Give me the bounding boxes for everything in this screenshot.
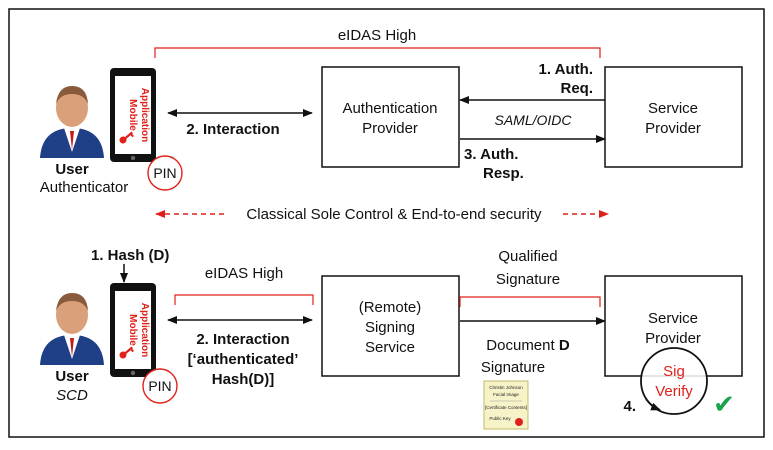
hash-label-suffix: ) bbox=[164, 247, 169, 264]
bottom-interaction-line2: [‘authenticated’ bbox=[188, 351, 299, 368]
auth-req-line1: 1. Auth. bbox=[539, 61, 593, 78]
auth-req-line2: Req. bbox=[560, 80, 593, 97]
bottom-eidas-label: eIDAS High bbox=[205, 265, 283, 282]
top-key-icon bbox=[119, 131, 134, 144]
bottom-phone-icon: Mobile Application bbox=[110, 283, 156, 377]
top-service-provider-box bbox=[604, 66, 743, 168]
bottom-phone-app-line1: Mobile bbox=[127, 314, 138, 346]
hash-label: 1. Hash (D) bbox=[91, 247, 169, 264]
verify-circle bbox=[640, 347, 708, 415]
signing-service-box bbox=[321, 275, 460, 377]
bottom-user-role: SCD bbox=[56, 387, 88, 404]
top-pin-circle bbox=[147, 155, 183, 191]
signing-service-line1: (Remote) bbox=[359, 299, 422, 316]
bottom-user-label: User bbox=[55, 368, 89, 385]
signing-service-line3: Service bbox=[365, 339, 415, 356]
top-interaction-label: 2. Interaction bbox=[186, 121, 279, 138]
qualified-line2: Signature bbox=[496, 271, 560, 288]
qualified-bracket bbox=[459, 296, 601, 307]
top-phone-app-line2: Application bbox=[139, 88, 150, 142]
document-label-d: D bbox=[559, 337, 570, 354]
top-eidas-label: eIDAS High bbox=[338, 27, 416, 44]
top-user-icon bbox=[40, 86, 104, 158]
checkmark-icon: ✔ bbox=[713, 389, 735, 419]
bottom-pin-circle bbox=[142, 368, 178, 404]
certificate-line1: Christin Johnson bbox=[489, 385, 523, 390]
bottom-service-provider-line1: Service bbox=[648, 310, 698, 327]
auth-resp-line2: Resp. bbox=[483, 165, 524, 182]
bottom-interaction-line1: 2. Interaction bbox=[196, 331, 289, 348]
top-user-role: Authenticator bbox=[40, 179, 128, 196]
step4-label: 4. bbox=[623, 398, 636, 415]
top-pin-label: PIN bbox=[153, 165, 176, 181]
certificate-icon: Christin Johnson Facial Image [Certifica… bbox=[483, 380, 529, 430]
outer-frame bbox=[8, 8, 765, 438]
bottom-key-icon bbox=[119, 346, 134, 359]
auth-provider-line2: Provider bbox=[362, 120, 418, 137]
top-service-provider-line2: Provider bbox=[645, 120, 701, 137]
certificate-line2: Facial Image bbox=[493, 392, 519, 397]
qualified-line1: Qualified bbox=[498, 248, 557, 265]
top-service-provider-line1: Service bbox=[648, 100, 698, 117]
top-eidas-bracket bbox=[154, 47, 601, 58]
auth-resp-line1: 3. Auth. bbox=[464, 146, 518, 163]
bottom-service-provider-line2: Provider bbox=[645, 330, 701, 347]
top-phone-app-line1: Mobile bbox=[127, 99, 138, 131]
certificate-line3: [Certificate Contents] bbox=[485, 405, 527, 410]
top-user-label: User bbox=[55, 161, 89, 178]
verify-label: Verify bbox=[655, 383, 693, 400]
bottom-user-icon bbox=[40, 293, 104, 365]
bottom-eidas-bracket bbox=[174, 294, 314, 305]
bottom-interaction-line3: Hash(D)] bbox=[212, 371, 275, 388]
signature-label: Signature bbox=[481, 359, 545, 376]
protocol-label: SAML/OIDC bbox=[494, 112, 572, 128]
document-label-word: Document bbox=[486, 337, 559, 354]
bottom-phone-app-line2: Application bbox=[139, 303, 150, 357]
hash-label-d: D bbox=[154, 247, 165, 264]
hash-label-prefix: 1. Hash ( bbox=[91, 247, 154, 264]
bottom-pin-label: PIN bbox=[148, 378, 171, 394]
document-label: Document D bbox=[486, 337, 570, 354]
verify-loop-arrow bbox=[645, 398, 661, 411]
signing-service-line2: Signing bbox=[365, 319, 415, 336]
auth-provider-line1: Authentication bbox=[342, 100, 437, 117]
top-phone-icon: Mobile Application bbox=[110, 68, 156, 162]
classical-label: Classical Sole Control & End-to-end secu… bbox=[246, 206, 542, 223]
auth-provider-box bbox=[321, 66, 460, 168]
sig-label: Sig bbox=[663, 363, 685, 380]
certificate-line4: Public Key bbox=[489, 416, 511, 421]
